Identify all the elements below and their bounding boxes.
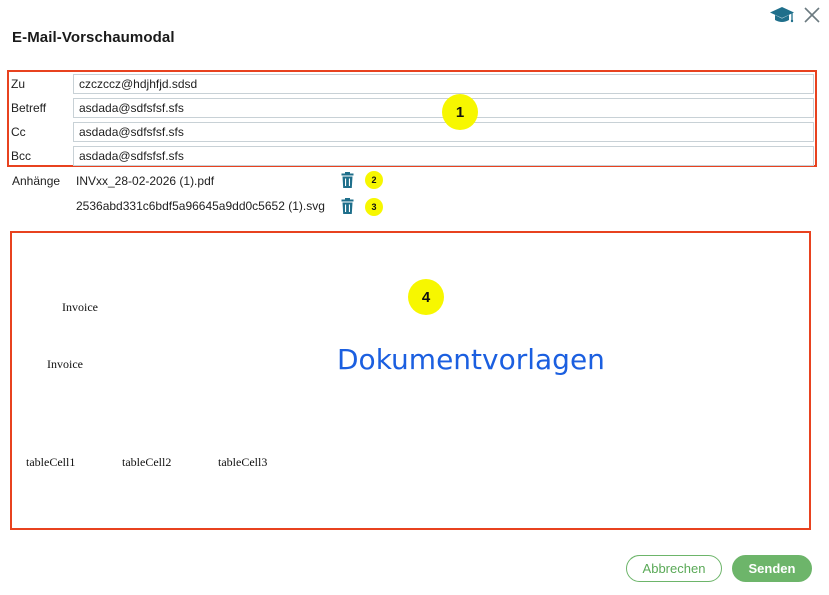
subject-field-row: Betreff [11, 97, 814, 119]
email-preview-area: Invoice Invoice Dokumentvorlagen tableCe… [10, 231, 811, 530]
bcc-field-row: Bcc [11, 145, 814, 167]
table-cell: tableCell1 [26, 455, 76, 469]
close-icon[interactable] [803, 6, 821, 24]
email-fields-section: Zu Betreff Cc Bcc [7, 70, 817, 167]
attachment-item-1[interactable]: INVxx_28-02-2026 (1).pdf [76, 174, 215, 188]
annotation-badge-4: 4 [408, 279, 444, 315]
invoice-heading: Invoice [62, 300, 98, 314]
subject-label: Betreff [11, 101, 47, 115]
modal-title: E-Mail-Vorschaumodal [12, 29, 175, 46]
trash-icon[interactable] [341, 198, 354, 214]
cc-field-row: Cc [11, 121, 814, 143]
trash-icon[interactable] [341, 172, 354, 188]
graduation-cap-icon[interactable] [769, 5, 795, 25]
table-cell: tableCell2 [122, 455, 172, 469]
invoice-label: Invoice [47, 357, 83, 371]
annotation-badge-2: 2 [365, 171, 383, 189]
bcc-input[interactable] [73, 146, 814, 166]
send-button[interactable]: Senden [732, 555, 812, 582]
attachment-item-2[interactable]: 2536abd331c6bdf5a96645a9dd0c5652 (1).svg [76, 199, 325, 213]
annotation-badge-3: 3 [365, 198, 383, 216]
cc-label: Cc [11, 125, 26, 139]
cancel-button[interactable]: Abbrechen [626, 555, 722, 582]
bcc-label: Bcc [11, 149, 32, 163]
table-cell: tableCell3 [218, 455, 268, 469]
annotation-badge-1: 1 [442, 94, 478, 130]
attachments-label: Anhänge [12, 174, 61, 188]
header-icons [769, 5, 821, 25]
to-label: Zu [11, 77, 26, 91]
to-field-row: Zu [11, 73, 814, 95]
document-templates-placeholder: Dokumentvorlagen [337, 343, 605, 376]
cc-input[interactable] [73, 122, 814, 142]
to-input[interactable] [73, 74, 814, 94]
